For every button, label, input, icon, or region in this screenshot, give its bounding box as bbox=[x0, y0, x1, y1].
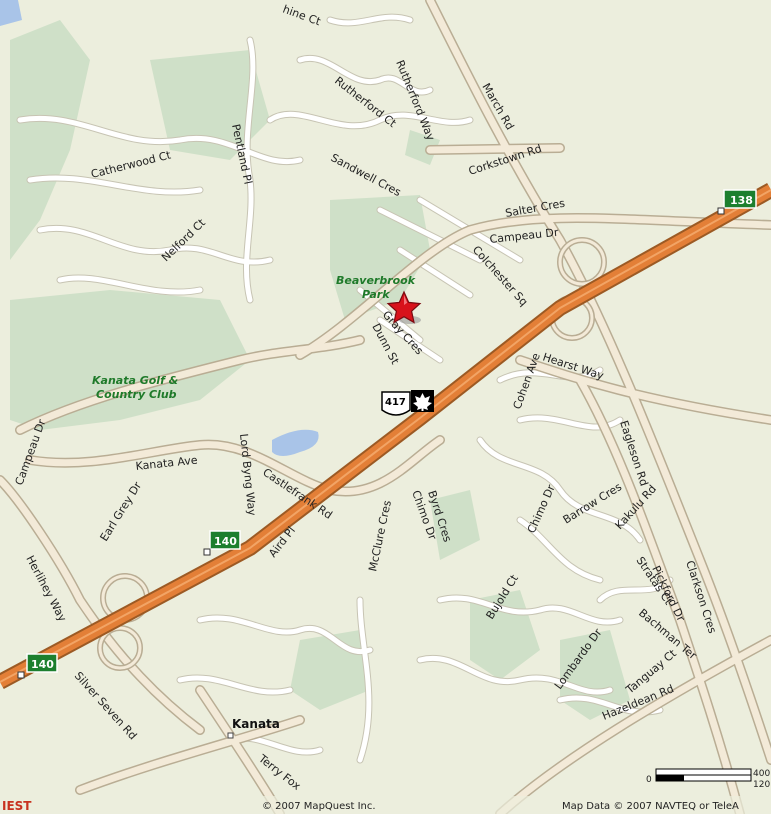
place-dot bbox=[227, 732, 234, 739]
scale-lower: 120 bbox=[753, 780, 770, 790]
hwy-138-label: 138 bbox=[730, 194, 753, 207]
place-label: Kanata bbox=[232, 717, 280, 731]
corner-logo: IEST bbox=[2, 799, 32, 813]
map-data-text: Map Data © 2007 NAVTEQ or TeleA bbox=[562, 801, 739, 812]
park-label: Country Club bbox=[96, 388, 177, 401]
footer: IEST © 2007 MapQuest Inc. Map Data © 200… bbox=[0, 796, 771, 814]
park-labels: Beaverbrook Park Kanata Golf & Country C… bbox=[92, 274, 416, 401]
scale-zero: 0 bbox=[646, 775, 652, 785]
park-label: Beaverbrook bbox=[336, 274, 416, 287]
road-label: Kanata Ave bbox=[135, 454, 198, 473]
hwy-140-label: 140 bbox=[214, 535, 237, 548]
red-star-marker-icon[interactable] bbox=[386, 290, 422, 324]
local-roads bbox=[17, 14, 673, 763]
park-label: Park bbox=[362, 288, 390, 301]
park-label: Kanata Golf & bbox=[92, 374, 178, 387]
scale-bar: 0 400 120 bbox=[646, 768, 770, 790]
hwy-140-label: 140 bbox=[31, 658, 54, 671]
hwy-417-shield-icon[interactable]: 417 bbox=[381, 391, 411, 416]
pond bbox=[272, 429, 319, 456]
scale-upper: 400 bbox=[753, 769, 770, 779]
hwy-138-shield-icon[interactable]: 138 bbox=[717, 189, 757, 215]
hwy-417-label: 417 bbox=[385, 397, 406, 408]
hwy-140-shield-icon[interactable]: 140 bbox=[17, 653, 58, 679]
highway-417-divider bbox=[0, 189, 771, 683]
copyright-text: © 2007 MapQuest Inc. bbox=[262, 801, 376, 812]
maple-leaf-shield-icon[interactable] bbox=[411, 390, 434, 412]
water-corner bbox=[0, 0, 22, 26]
place-kanata: Kanata bbox=[227, 717, 280, 739]
hwy-140-shield-icon[interactable]: 140 bbox=[203, 530, 241, 556]
